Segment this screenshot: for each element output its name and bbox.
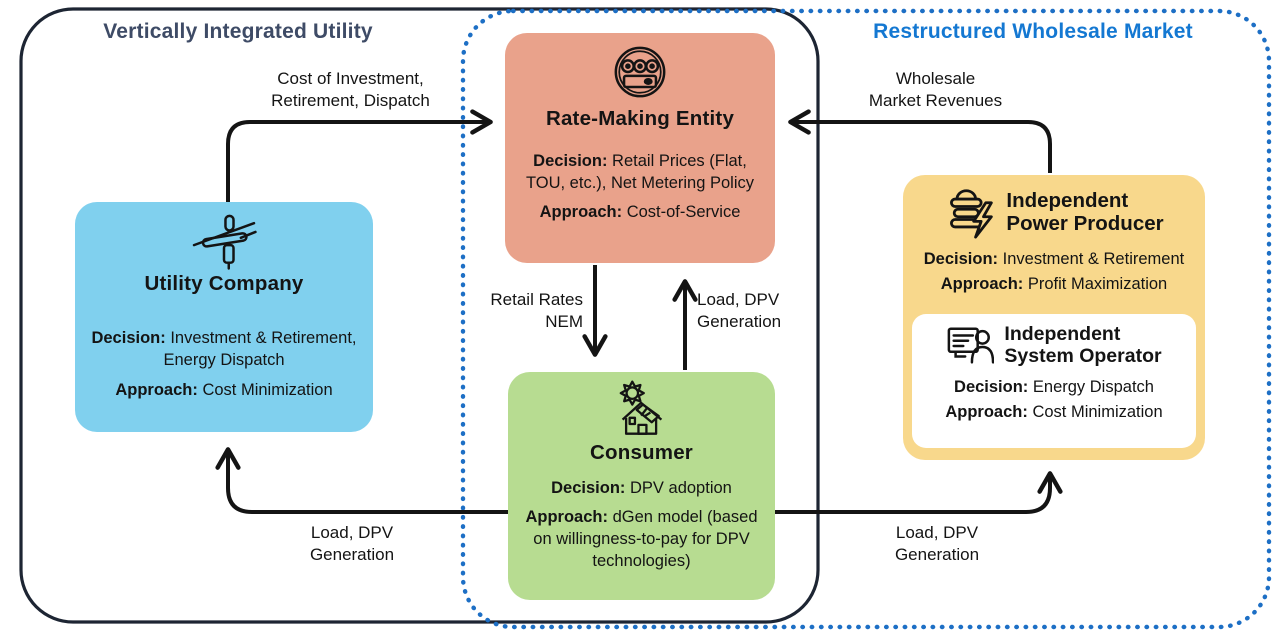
approach-label: Approach: xyxy=(945,402,1028,421)
arrow-consumer-to-ipp xyxy=(775,471,1063,514)
box-title: Rate-Making Entity xyxy=(545,107,735,130)
arrow-label-load-dpv-generation-center: Load, DPV Generation xyxy=(697,290,782,332)
decision-text: Investment & Retirement, Energy Dispatch xyxy=(163,329,357,369)
ipp-header: Independent Power Producer xyxy=(903,187,1205,239)
box-independent-power-producer: Independent Power Producer Decision: Inv… xyxy=(903,175,1205,460)
box-rate-making-entity: Rate-Making Entity Decision: Retail Pric… xyxy=(505,33,775,263)
electric-meter-icon xyxy=(505,43,775,101)
approach-line: Approach: Cost Minimization xyxy=(912,402,1196,424)
arrow-label-load-dpv-generation-left: Load, DPV Generation xyxy=(309,523,395,565)
decision-line: Decision: Energy Dispatch xyxy=(912,377,1196,399)
arrow-label-load-dpv-generation-right: Load, DPV Generation xyxy=(894,523,980,565)
box-title: Consumer xyxy=(590,441,693,464)
vertically-integrated-utility-border xyxy=(19,7,820,624)
arrow-label-wholesale-market-revenues: Wholesale Market Revenues xyxy=(868,69,1003,111)
decision-line: Decision: Retail Prices (Flat, TOU, etc.… xyxy=(505,151,775,195)
approach-text: dGen model (based on willingness-to-pay … xyxy=(533,507,758,570)
decision-line: Decision: Investment & Retirement, Energ… xyxy=(75,328,373,372)
arrow-label-cost-of-investment: Cost of Investment, Retirement, Dispatch xyxy=(271,69,430,111)
operator-monitor-icon xyxy=(946,325,995,367)
power-pole-icon xyxy=(75,210,373,270)
box-title: Utility Company xyxy=(144,272,304,295)
decision-label: Decision: xyxy=(551,479,626,497)
approach-line: Approach: Cost-of-Service xyxy=(505,202,775,224)
arrow-ipp-to-rme xyxy=(788,109,1052,173)
decision-text: Retail Prices (Flat, TOU, etc.), Net Met… xyxy=(525,152,754,192)
region-title-restructured-wholesale-market: Restructured Wholesale Market xyxy=(873,20,1193,43)
region-title-vertically-integrated-utility: Vertically Integrated Utility xyxy=(103,20,373,43)
decision-text: Energy Dispatch xyxy=(1032,377,1154,396)
arrow-consumer-to-utility xyxy=(215,447,508,514)
insulator-bolt-icon xyxy=(944,187,996,239)
approach-label: Approach: xyxy=(940,274,1024,293)
arrow-label-retail-rates-nem: Retail Rates NEM xyxy=(490,290,583,332)
arrow-utility-to-rme xyxy=(226,109,493,203)
approach-label: Approach: xyxy=(115,380,198,399)
decision-line: Decision: Investment & Retirement xyxy=(903,249,1205,271)
approach-text: Cost Minimization xyxy=(1032,402,1163,421)
decision-label: Decision: xyxy=(923,250,999,268)
approach-line: Approach: Cost Minimization xyxy=(75,380,373,402)
approach-line: Approach: Profit Maximization xyxy=(903,274,1205,296)
decision-label: Decision: xyxy=(91,329,166,347)
box-title: Independent System Operator xyxy=(1004,323,1162,367)
box-consumer: Consumer Decision: DPV adoption Approach… xyxy=(508,372,775,600)
solar-house-icon xyxy=(508,379,775,439)
approach-text: Cost-of-Service xyxy=(626,202,741,221)
restructured-wholesale-market-border xyxy=(460,8,1272,630)
iso-header: Independent System Operator xyxy=(912,323,1196,368)
approach-text: Profit Maximization xyxy=(1027,274,1168,293)
approach-label: Approach: xyxy=(539,202,623,221)
box-independent-system-operator: Independent System Operator Decision: En… xyxy=(912,314,1196,448)
decision-text: DPV adoption xyxy=(630,479,732,497)
box-title: Independent Power Producer xyxy=(1006,189,1164,235)
decision-line: Decision: DPV adoption xyxy=(508,478,775,500)
box-utility-company: Utility Company Decision: Investment & R… xyxy=(75,202,373,432)
approach-label: Approach: xyxy=(525,507,608,526)
decision-label: Decision: xyxy=(954,377,1029,396)
decision-text: Investment & Retirement xyxy=(1002,250,1185,268)
approach-line: Approach: dGen model (based on willingne… xyxy=(508,507,775,573)
approach-text: Cost Minimization xyxy=(202,380,333,399)
decision-label: Decision: xyxy=(533,152,608,170)
